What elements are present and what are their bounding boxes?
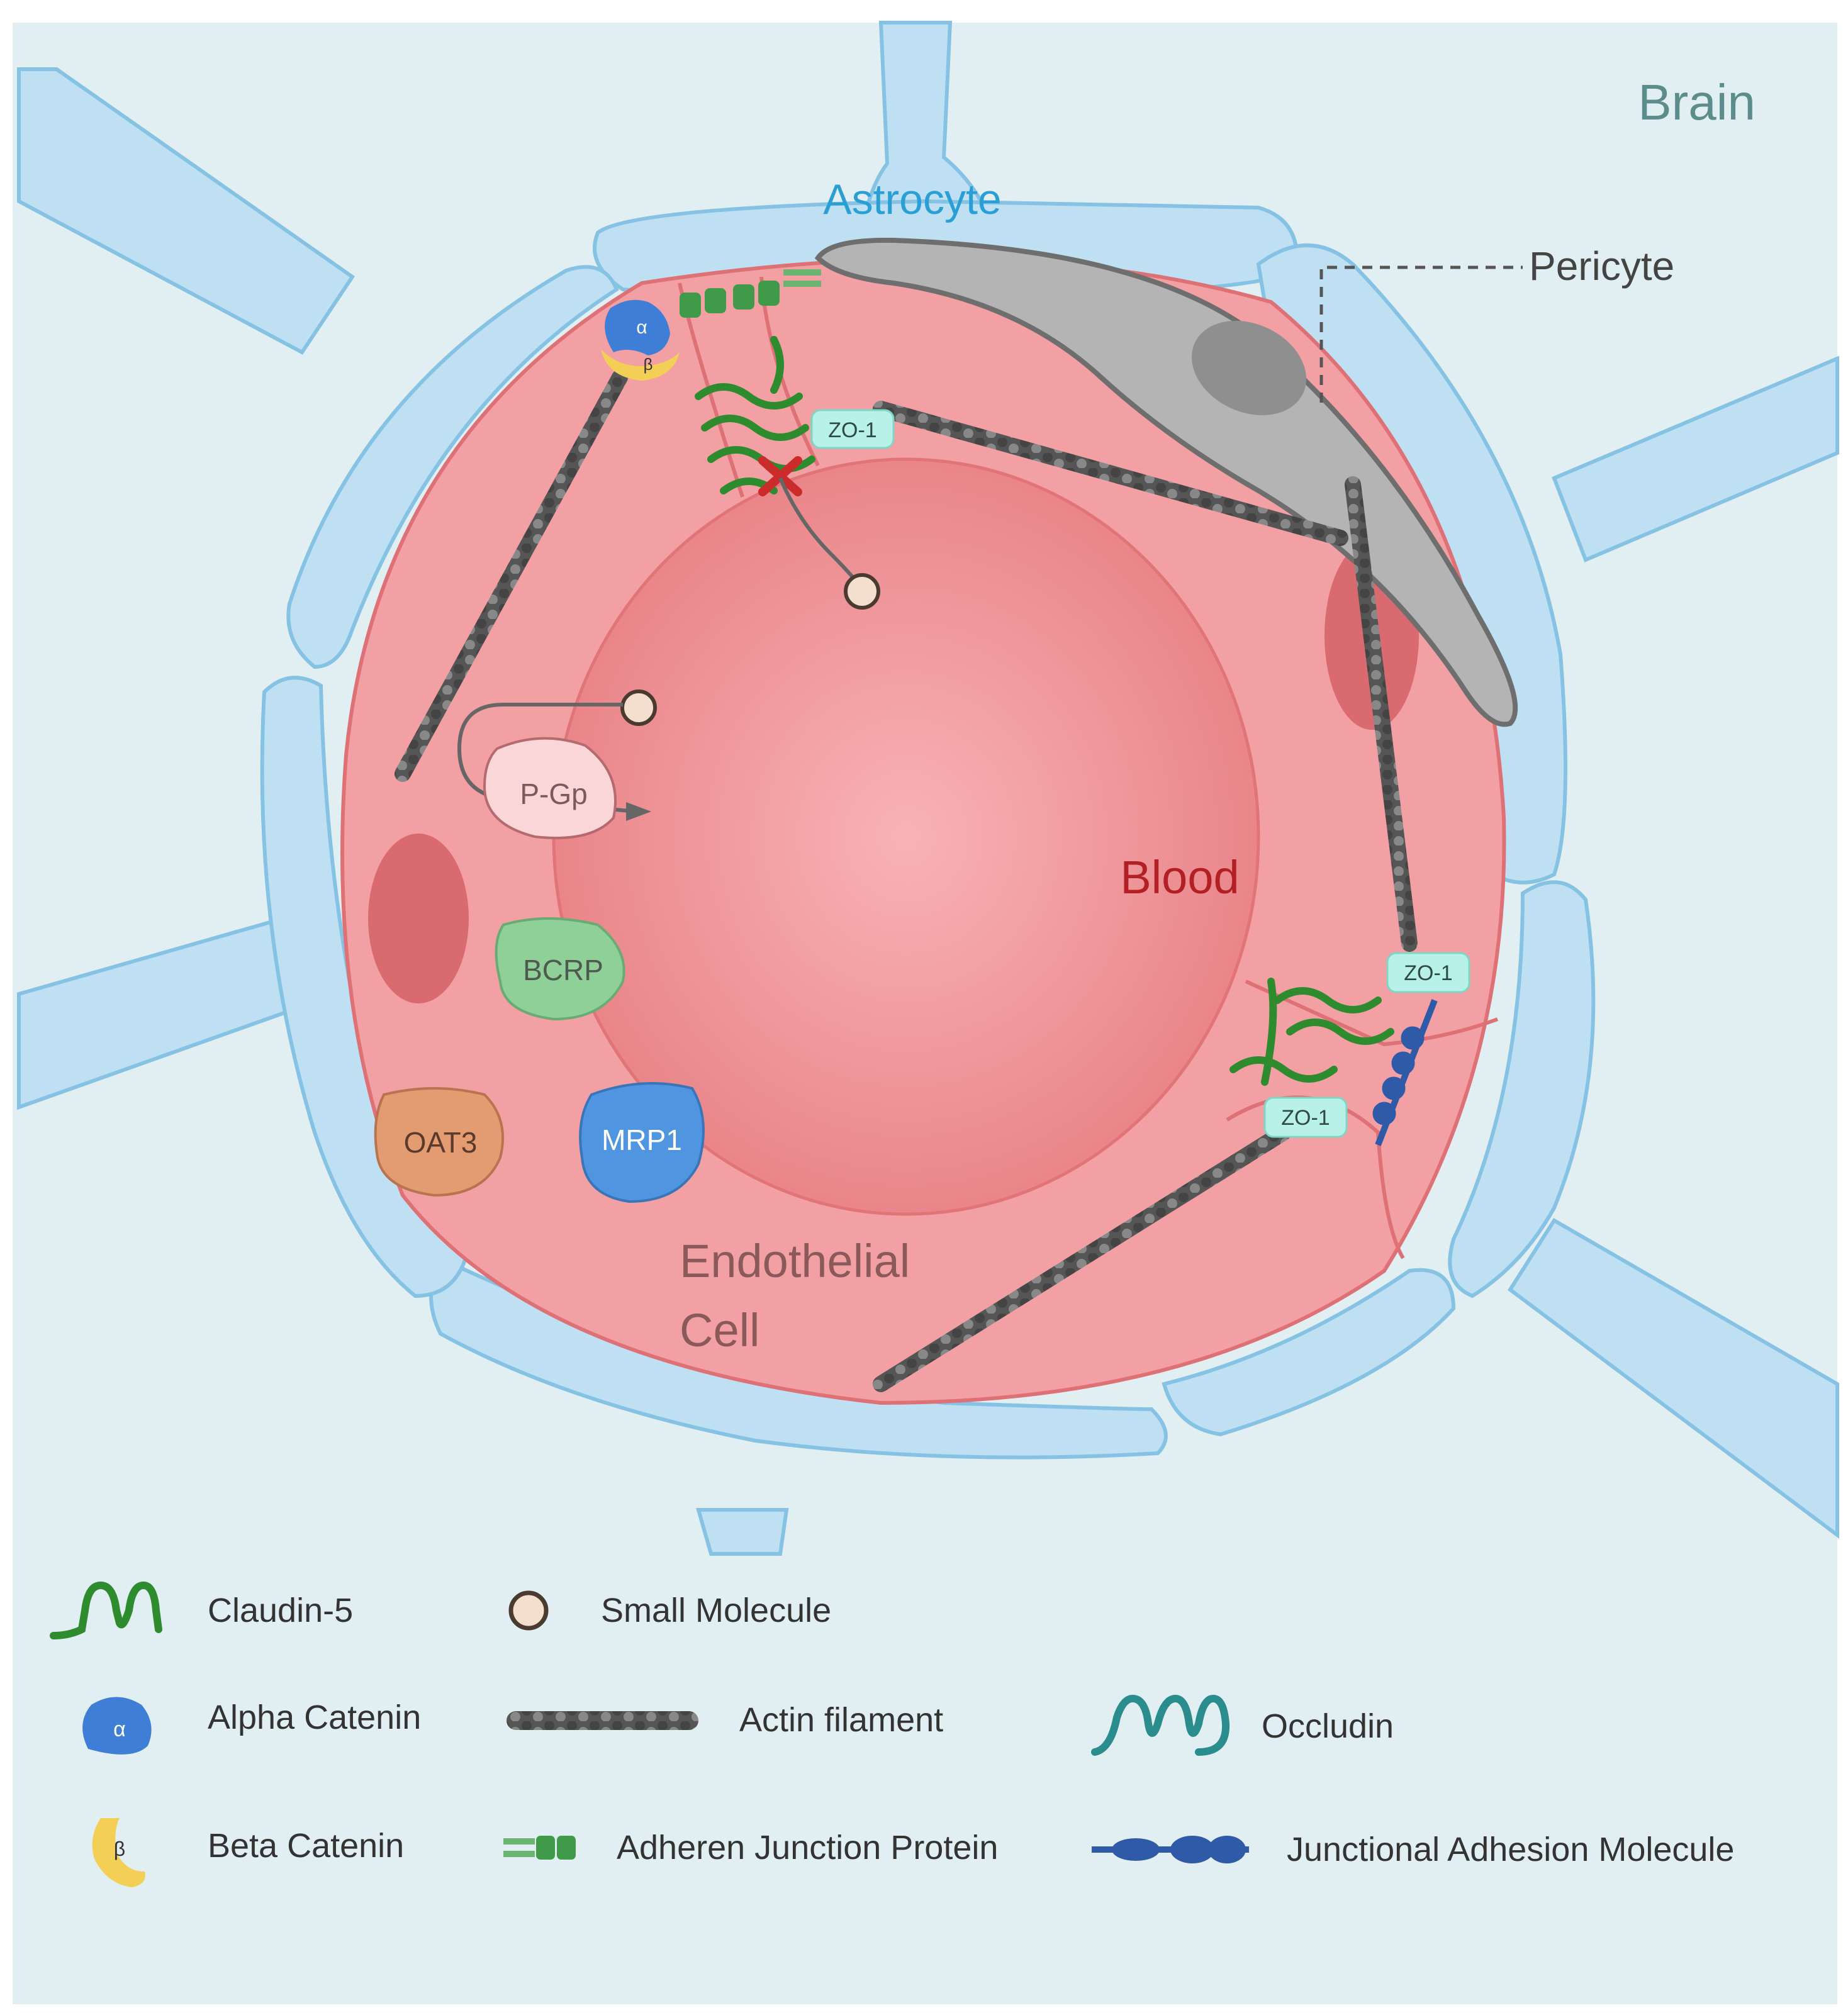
small-molecule bbox=[620, 689, 657, 726]
legend-beta-catenin: Beta Catenin bbox=[208, 1827, 404, 1865]
zo1-label: ZO-1 bbox=[1404, 961, 1452, 985]
pericyte-cell bbox=[814, 237, 1518, 727]
catenin-complex: α β bbox=[601, 299, 680, 381]
actin-filament bbox=[1345, 476, 1418, 952]
pericyte-nucleus bbox=[1191, 320, 1307, 416]
zo1-label: ZO-1 bbox=[828, 418, 876, 442]
jam-molecule bbox=[1372, 999, 1438, 1146]
beta-catenin-legend-symbol: β bbox=[114, 1838, 125, 1860]
beta-catenin bbox=[601, 349, 680, 381]
actin-filament bbox=[873, 1124, 1292, 1392]
bcrp-label: BCRP bbox=[523, 954, 603, 986]
small-molecule bbox=[844, 573, 880, 610]
blocked-x-icon bbox=[758, 456, 802, 496]
beta-catenin-legend-icon bbox=[92, 1818, 145, 1887]
actin-filament bbox=[395, 369, 628, 782]
legend-occludin: Occludin bbox=[1262, 1707, 1394, 1745]
mrp1-transporter: MRP1 bbox=[579, 1082, 705, 1203]
legend-claudin-5: Claudin-5 bbox=[208, 1592, 353, 1629]
endothelial-nucleus-left bbox=[368, 834, 469, 1003]
beta-symbol: β bbox=[644, 355, 653, 374]
zo1-label: ZO-1 bbox=[1281, 1106, 1330, 1130]
claudin-5-bottom bbox=[1229, 978, 1394, 1086]
pgp-transporter: P-Gp bbox=[483, 737, 617, 839]
occludin-legend-icon bbox=[1091, 1694, 1230, 1756]
oat3-label: OAT3 bbox=[404, 1126, 478, 1159]
efflux-arrow-icon bbox=[626, 802, 651, 821]
oat3-transporter: OAT3 bbox=[374, 1087, 505, 1197]
legend-adherens-junction: Adheren Junction Protein bbox=[617, 1829, 998, 1867]
bcrp-transporter: BCRP bbox=[495, 917, 625, 1021]
astrocyte-label: Astrocyte bbox=[823, 176, 1001, 223]
actin-filament-legend-icon bbox=[507, 1711, 698, 1730]
legend-small-molecule: Small Molecule bbox=[601, 1592, 831, 1629]
alpha-catenin bbox=[605, 299, 670, 355]
actin-filament bbox=[873, 401, 1348, 546]
endothelial-label-line2: Cell bbox=[680, 1304, 759, 1356]
zo1-bottom: ZO-1 bbox=[1263, 1097, 1348, 1138]
legend: Claudin-5 Small Molecule α Alpha Catenin… bbox=[50, 1581, 1734, 1887]
pgp-label: P-Gp bbox=[520, 778, 587, 810]
brain-label: Brain bbox=[1638, 74, 1756, 130]
actin-filaments bbox=[395, 369, 1418, 1392]
jam-legend-icon bbox=[1092, 1836, 1249, 1863]
adherens-junction-legend-icon bbox=[503, 1836, 576, 1860]
mrp1-label: MRP1 bbox=[602, 1124, 682, 1156]
claudin-5-legend-icon bbox=[50, 1581, 162, 1639]
pericyte-label: Pericyte bbox=[1529, 243, 1674, 289]
legend-alpha-catenin: Alpha Catenin bbox=[208, 1699, 421, 1736]
alpha-symbol: α bbox=[636, 317, 647, 338]
adherens-junction bbox=[680, 269, 821, 318]
zo1-right: ZO-1 bbox=[1386, 952, 1470, 993]
endothelial-label-line1: Endothelial bbox=[680, 1235, 910, 1287]
blood-label: Blood bbox=[1120, 851, 1239, 903]
pericyte-pointer bbox=[1319, 265, 1523, 403]
zo1-top: ZO-1 bbox=[810, 409, 895, 449]
alpha-catenin-legend-symbol: α bbox=[113, 1717, 126, 1741]
legend-actin-filament: Actin filament bbox=[739, 1701, 943, 1739]
legend-jam: Junctional Adhesion Molecule bbox=[1287, 1831, 1734, 1868]
molecule-path-blocked bbox=[778, 477, 864, 589]
small-molecule-legend-icon bbox=[508, 1590, 549, 1631]
alpha-catenin-legend-icon bbox=[82, 1697, 152, 1755]
